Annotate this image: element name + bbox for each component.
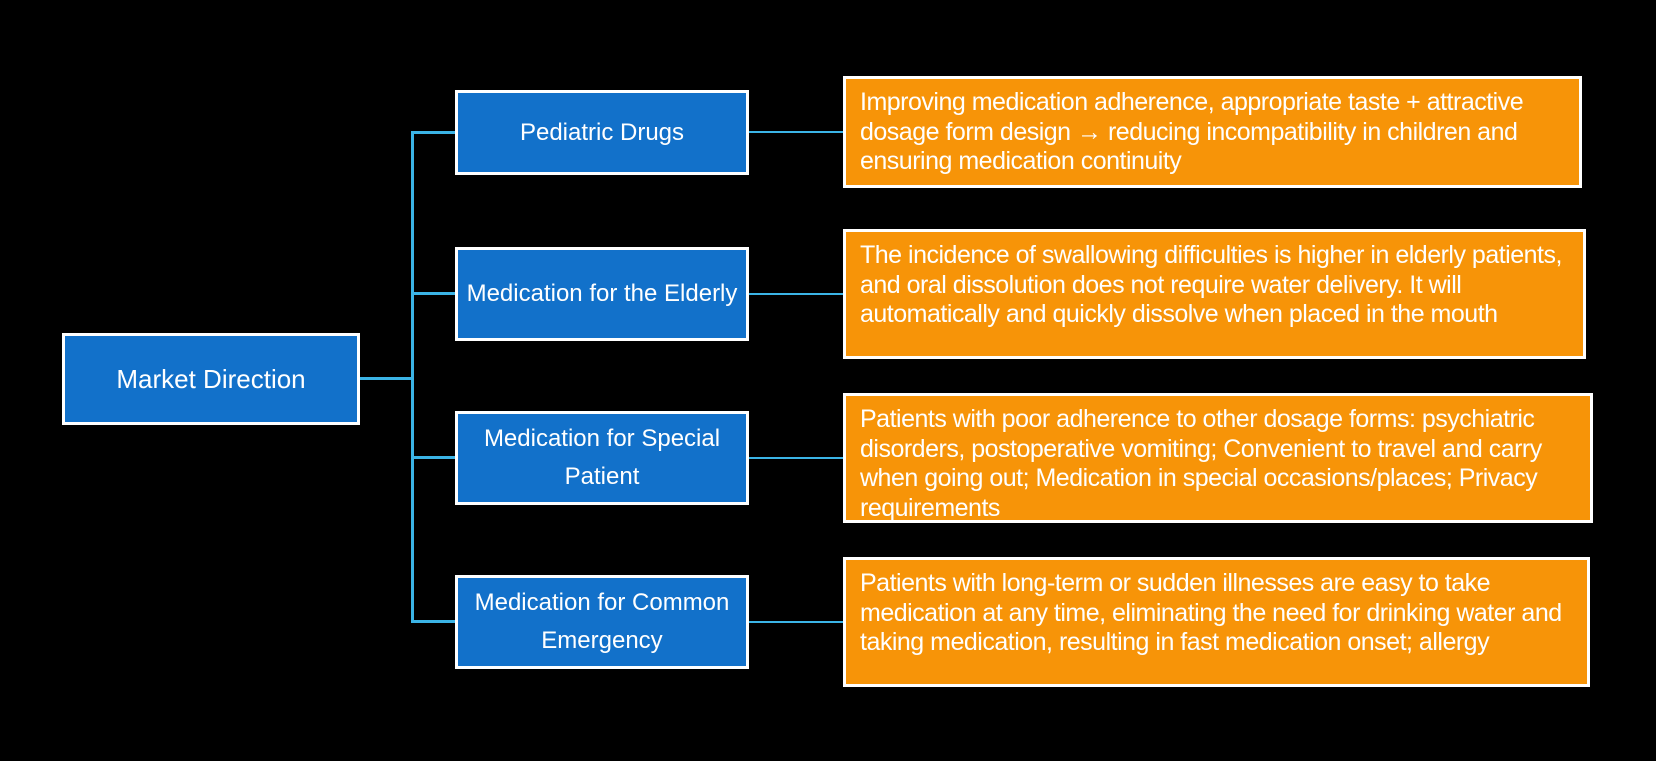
connector-branch-3-to-description [749, 457, 843, 459]
description-box-medication-special-patient: Patients with poor adherence to other do… [843, 393, 1593, 523]
branch-node-medication-elderly: Medication for the Elderly [455, 247, 749, 341]
branch-node-medication-common-emergency: Medication for Common Emergency [455, 575, 749, 669]
branch-node-label: Pediatric Drugs [519, 118, 685, 146]
description-box-medication-common-emergency: Patients with long-term or sudden illnes… [843, 557, 1590, 687]
branch-node-medication-special-patient: Medication for Special Patient [455, 411, 749, 505]
description-text: The incidence of swallowing difficulties… [860, 241, 1562, 328]
description-box-pediatric-drugs: Improving medication adherence, appropri… [843, 76, 1582, 188]
branch-node-label: Medication for Common Emergency [474, 589, 730, 654]
description-text: Improving medication adherence, appropri… [860, 88, 1524, 175]
branch-node-label: Medication for the Elderly [466, 280, 738, 308]
description-text: Patients with long-term or sudden illnes… [860, 569, 1562, 656]
connector-trunk-to-branch-2 [411, 292, 455, 295]
connector-branch-1-to-description [749, 131, 843, 133]
description-box-medication-elderly: The incidence of swallowing difficulties… [843, 229, 1586, 359]
branch-node-label: Medication for Special Patient [483, 425, 721, 490]
root-node-market-direction: Market Direction [62, 333, 360, 425]
connector-trunk-to-branch-3 [411, 456, 455, 459]
connector-root-to-trunk [360, 377, 414, 380]
root-node-label: Market Direction [116, 363, 306, 394]
connector-trunk-to-branch-4 [411, 620, 455, 623]
connector-trunk [411, 131, 414, 623]
connector-branch-2-to-description [749, 293, 843, 295]
branch-node-pediatric-drugs: Pediatric Drugs [455, 90, 749, 175]
connector-branch-4-to-description [749, 621, 843, 623]
connector-trunk-to-branch-1 [411, 131, 455, 134]
description-text: Patients with poor adherence to other do… [860, 405, 1542, 522]
